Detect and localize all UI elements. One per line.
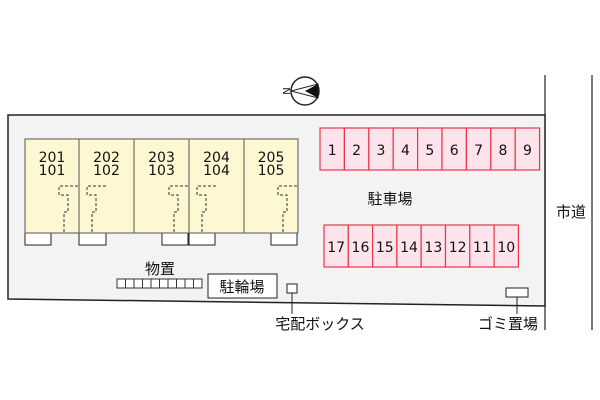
parking-label: 駐車場 xyxy=(367,190,412,208)
parking-space-number: 17 xyxy=(327,240,345,256)
parking-space: 10 xyxy=(493,224,520,268)
bicycle-parking-box xyxy=(207,273,278,299)
parking-space: 17 xyxy=(323,224,349,268)
parking-space: 5 xyxy=(417,127,443,171)
road-label: 市道 xyxy=(556,203,586,221)
storage-cell xyxy=(176,278,186,289)
unit-number-lower: 104 xyxy=(203,163,230,179)
parking-space-number: 5 xyxy=(425,143,434,159)
staircase-outline xyxy=(86,185,106,233)
storage-cell xyxy=(133,278,143,289)
parking-space: 16 xyxy=(347,224,374,268)
parking-space: 4 xyxy=(392,127,419,171)
unit-number-upper: 202 xyxy=(93,150,120,166)
unit-number-upper: 204 xyxy=(203,150,230,166)
storage-cell xyxy=(184,278,194,289)
parking-space-number: 2 xyxy=(352,143,361,159)
delivery-box-label: 宅配ボックス xyxy=(275,315,365,333)
staircase-outline xyxy=(168,185,188,233)
balcony xyxy=(78,232,107,246)
parking-space: 7 xyxy=(465,127,492,171)
unit-number-upper: 205 xyxy=(258,150,285,166)
storage-cell xyxy=(167,278,177,289)
storage-cell xyxy=(142,278,152,289)
storage-cell xyxy=(150,278,160,289)
storage-cell xyxy=(193,278,203,289)
parking-space: 6 xyxy=(441,127,467,171)
parking-space-number: 8 xyxy=(499,143,508,159)
parking-space-number: 3 xyxy=(377,143,386,159)
parking-space: 2 xyxy=(343,127,370,171)
parking-space: 11 xyxy=(469,224,495,268)
storage-shed xyxy=(116,278,203,289)
parking-space-number: 16 xyxy=(352,240,370,256)
parking-space: 9 xyxy=(514,127,541,171)
unit-number-lower: 105 xyxy=(258,163,285,179)
parking-space-number: 12 xyxy=(449,240,467,256)
parking-space: 12 xyxy=(444,224,471,268)
bicycle-parking-label: 駐輪場 xyxy=(219,278,264,296)
storage-cell xyxy=(125,278,135,289)
parking-space-number: 1 xyxy=(328,143,337,159)
parking-space-number: 15 xyxy=(376,240,394,256)
parking-space-number: 11 xyxy=(473,240,491,256)
parking-space-number: 4 xyxy=(401,143,410,159)
parking-space-number: 13 xyxy=(424,240,442,256)
staircase-outline xyxy=(277,185,297,233)
parking-space: 3 xyxy=(368,127,394,171)
balcony xyxy=(188,232,216,246)
parking-space-number: 6 xyxy=(450,143,459,159)
storage-label: 物置 xyxy=(145,260,175,278)
garbage-label: ゴミ置場 xyxy=(478,315,538,333)
balcony xyxy=(24,232,52,246)
unit-number-upper: 203 xyxy=(148,150,175,166)
parking-space: 8 xyxy=(490,127,516,171)
compass-label: N xyxy=(282,87,293,94)
parking-space-number: 14 xyxy=(400,240,418,256)
unit-number-lower: 103 xyxy=(148,163,175,179)
balcony xyxy=(161,232,189,246)
parking-space: 15 xyxy=(372,224,398,268)
parking-space-number: 10 xyxy=(497,240,515,256)
parking-space-number: 7 xyxy=(474,143,483,159)
storage-cell xyxy=(116,278,126,289)
unit-number-lower: 101 xyxy=(39,163,66,179)
staircase-outline xyxy=(58,185,78,233)
storage-cell xyxy=(159,278,169,289)
parking-space: 1 xyxy=(319,127,345,171)
staircase-outline xyxy=(196,185,216,233)
balcony xyxy=(270,232,298,246)
delivery-box xyxy=(286,283,298,294)
unit-number-upper: 201 xyxy=(39,150,66,166)
compass-north-icon: N xyxy=(282,76,320,106)
parking-space-number: 9 xyxy=(523,143,532,159)
parking-space: 14 xyxy=(396,224,422,268)
parking-space: 13 xyxy=(420,224,447,268)
unit-number-lower: 102 xyxy=(93,163,120,179)
garbage-area-box xyxy=(505,287,529,298)
